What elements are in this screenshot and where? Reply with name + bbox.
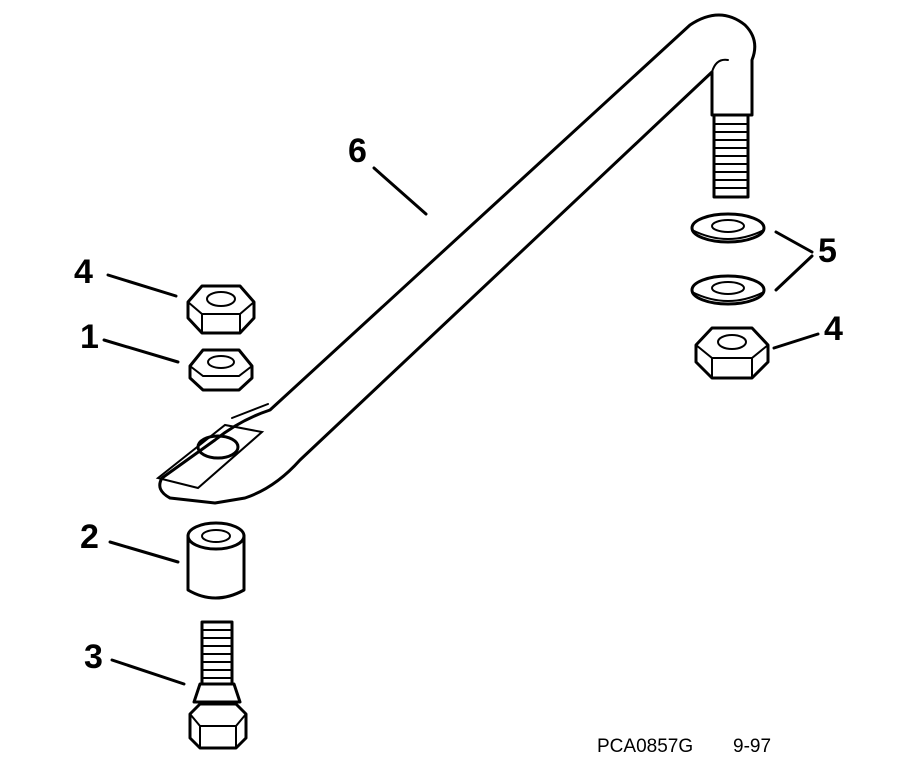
callout-1: 1 [80, 318, 99, 356]
washer-upper-right [690, 212, 766, 244]
leader-4-right [772, 332, 820, 350]
rod-threaded-stud [712, 113, 750, 199]
bolt [188, 620, 248, 750]
leader-1 [102, 338, 180, 364]
callout-4-right: 4 [824, 310, 843, 348]
leader-2 [108, 540, 180, 564]
callout-4-left: 4 [74, 253, 93, 291]
leader-4-left [106, 273, 178, 298]
nut-right [694, 326, 770, 380]
leader-5-lower [774, 254, 814, 292]
locknut-left [188, 348, 254, 392]
callout-6: 6 [348, 132, 367, 170]
callout-5: 5 [818, 232, 837, 270]
leader-6 [372, 166, 428, 216]
date-label: 9-97 [733, 736, 771, 757]
leader-5-upper [774, 230, 814, 254]
leader-3 [110, 658, 186, 686]
nut-left [186, 284, 256, 335]
part-code-label: PCA0857G [597, 736, 693, 757]
washer-lower-right [690, 274, 766, 306]
callout-2: 2 [80, 518, 99, 556]
link-rod [155, 13, 757, 505]
leader-lines [102, 166, 820, 686]
callout-3: 3 [84, 638, 103, 676]
spacer-bushing [186, 521, 246, 600]
